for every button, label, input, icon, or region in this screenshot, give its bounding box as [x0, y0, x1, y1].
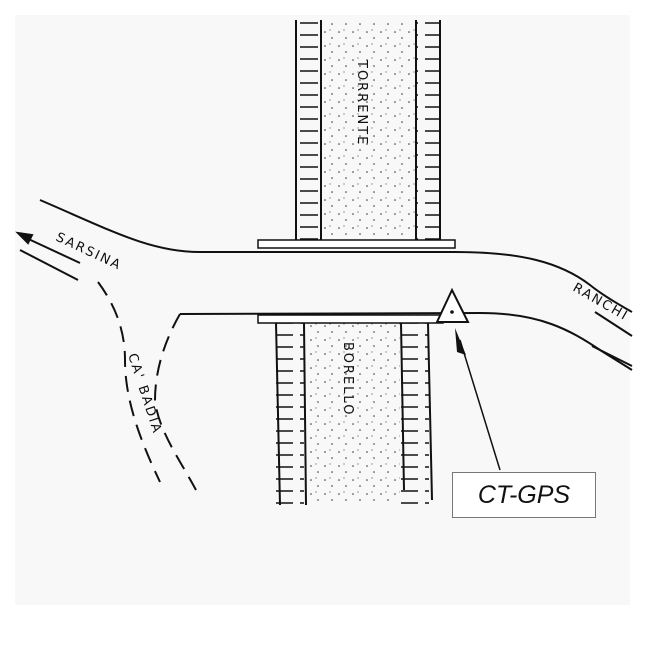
label-borello: BORELLO	[340, 342, 355, 416]
label-ranchio: RANCHI	[570, 280, 631, 324]
pointer-arrow-icon	[455, 328, 501, 471]
label-sarsina: SARSINA	[53, 230, 124, 274]
river-lower	[275, 322, 433, 506]
bridge-lower	[257, 314, 444, 324]
road-ca-badia-east	[153, 313, 197, 491]
road-ca-badia-west	[97, 281, 161, 483]
station-label-box: CT-GPS	[452, 472, 596, 518]
bridge-upper	[257, 239, 456, 249]
station-triangle-icon	[435, 287, 470, 323]
road-north-edge	[39, 199, 633, 313]
river-upper	[295, 20, 441, 240]
label-torrente: TORRENTE	[354, 59, 369, 146]
